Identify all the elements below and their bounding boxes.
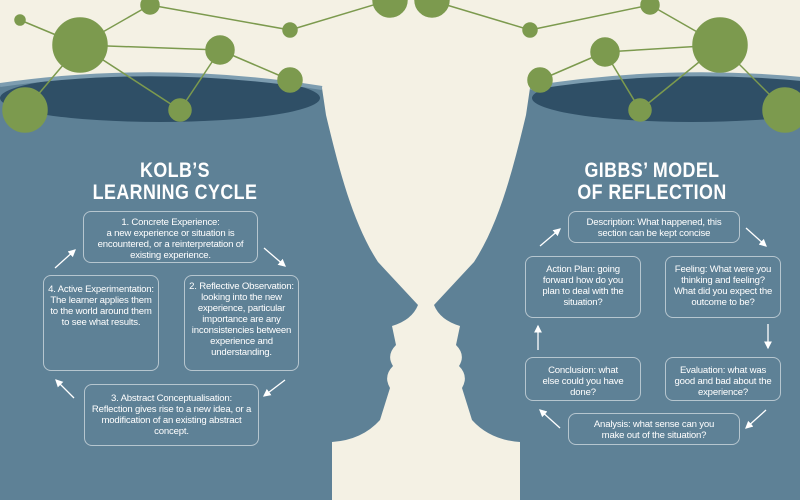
- step-text: Description: What happened, this section…: [586, 217, 722, 239]
- step-text: a new experience or situation is encount…: [97, 228, 244, 261]
- gibbs-step-feeling: Feeling: What were you thinking and feel…: [665, 256, 781, 318]
- gibbs-step-evaluation: Evaluation: what was good and bad about …: [665, 357, 781, 401]
- gibbs-step-action-plan: Action Plan: going forward how do you pl…: [525, 256, 641, 318]
- kolb-step-abstract-conceptualisation: 3. Abstract Conceptualisation:Reflection…: [84, 384, 259, 446]
- step-heading: 2. Reflective Observation:: [189, 281, 294, 292]
- gibbs-title: GIBBS’ MODEL OF REFLECTION: [567, 160, 737, 204]
- gibbs-step-description: Description: What happened, this section…: [568, 211, 740, 243]
- kolb-title-line1: KOLB’S: [140, 159, 210, 182]
- cycle-arrows: [54, 227, 772, 429]
- kolb-title: KOLB’S LEARNING CYCLE: [90, 160, 260, 204]
- step-text: The learner applies them to the world ar…: [50, 295, 152, 328]
- step-text: Analysis: what sense can you make out of…: [593, 419, 715, 441]
- step-text: Evaluation: what was good and bad about …: [674, 365, 772, 398]
- step-text: Action Plan: going forward how do you pl…: [542, 264, 624, 308]
- step-heading: 4. Active Experimentation:: [48, 284, 154, 295]
- gibbs-step-conclusion: Conclusion: what else could you have don…: [525, 357, 641, 401]
- kolb-title-line2: LEARNING CYCLE: [92, 181, 258, 204]
- step-heading: 3. Abstract Conceptualisation:: [111, 393, 232, 404]
- step-text: looking into the new experience, particu…: [191, 292, 292, 358]
- step-text: Feeling: What were you thinking and feel…: [673, 264, 773, 308]
- kolb-step-reflective-observation: 2. Reflective Observation:looking into t…: [184, 275, 299, 371]
- kolb-step-concrete-experience: 1. Concrete Experience:a new experience …: [83, 211, 258, 263]
- gibbs-title-line2: OF REFLECTION: [577, 181, 727, 204]
- gibbs-title-line1: GIBBS’ MODEL: [584, 159, 720, 182]
- step-heading: 1. Concrete Experience:: [121, 217, 220, 228]
- step-text: Conclusion: what else could you have don…: [542, 365, 624, 398]
- kolb-step-active-experimentation: 4. Active Experimentation:The learner ap…: [43, 275, 159, 371]
- gibbs-step-analysis: Analysis: what sense can you make out of…: [568, 413, 740, 445]
- step-text: Reflection gives rise to a new idea, or …: [91, 404, 252, 437]
- neural-network: [2, 0, 800, 133]
